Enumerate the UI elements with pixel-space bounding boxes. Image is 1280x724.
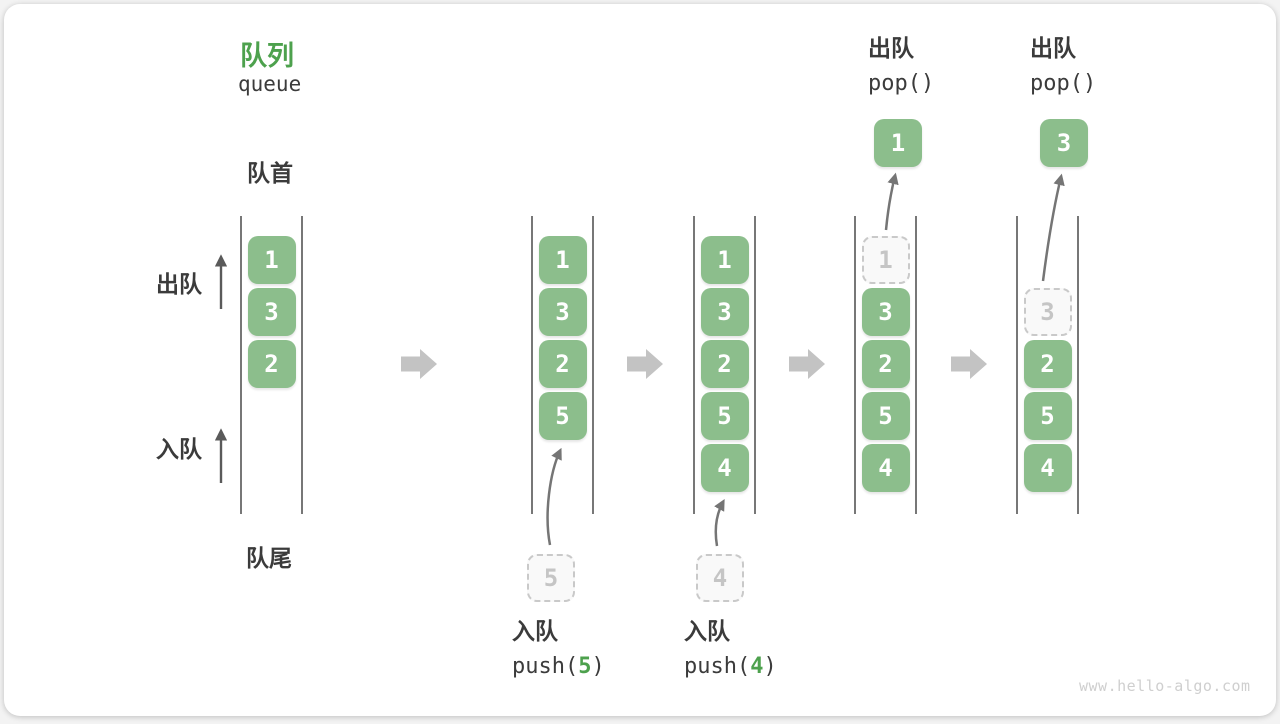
queue-item-box: 4 [1023,444,1072,492]
enqueue-arrow-icon-push5 [546,447,562,546]
queue-item-box: 3 [700,288,749,336]
popped-item-box: 3 [1040,119,1088,167]
queue-item-slot-dashed: 3 [1023,288,1072,336]
figure-title-en: queue [238,72,302,96]
enqueue-op-1: 入队 push(5) [512,617,605,679]
dequeue-op-1-code: pop() [868,71,935,96]
dequeue-op-2-code: pop() [1030,71,1097,96]
queue-item-box: 1 [247,236,296,284]
queue-item-box: 2 [247,340,296,388]
figure-title-zh: 队列 [240,41,294,71]
queue-item-box: 3 [538,288,587,336]
queue-item-box: 3 [861,288,910,336]
queue-item-box: 4 [861,444,910,492]
queue-item-box: 1 [538,236,587,284]
queue-item-box: 2 [538,340,587,388]
queue-item-box: 5 [861,392,910,440]
dequeue-op-2: 出队 pop() [1030,34,1096,96]
dequeue-arrow-icon-pop3 [1041,173,1065,282]
dequeue-op-2-zh: 出队 [1030,35,1076,61]
enqueue-op-2-arg: 4 [750,654,764,679]
enqueue-op-1-code: push(5) [512,654,605,679]
next-state-block-arrow-icon [627,349,663,379]
enqueue-op-1-arg: 5 [578,654,592,679]
queue-item-box: 5 [700,392,749,440]
next-state-block-arrow-icon [401,349,437,379]
queue-rear-label: 队尾 [246,545,292,571]
watermark: www.hello-algo.com [1079,677,1251,695]
queue-item-slot-dashed: 1 [861,236,910,284]
queue-item-box: 2 [861,340,910,388]
figure-card: 队列 queue 队首 队尾 出队 入队 出队 pop() 出队 pop() 入… [4,4,1276,716]
queue-item-box: 5 [538,392,587,440]
enqueue-op-2-code: push(4) [684,654,777,679]
side-dequeue-label: 出队 [156,271,202,297]
enqueue-op-1-zh: 入队 [512,618,558,644]
queue-item-box: 3 [247,288,296,336]
dequeue-op-1-zh: 出队 [868,35,914,61]
enqueue-arrow-icon-push4 [714,498,725,547]
pending-item-box: 4 [696,554,744,602]
next-state-block-arrow-icon [951,349,987,379]
queue-item-box: 2 [1023,340,1072,388]
dequeue-arrow-icon-pop1 [884,172,899,231]
enqueue-op-2: 入队 push(4) [684,617,777,679]
popped-item-box: 1 [874,119,922,167]
next-state-block-arrow-icon [789,349,825,379]
queue-item-box: 1 [700,236,749,284]
queue-item-box: 2 [700,340,749,388]
pending-item-box: 5 [527,554,575,602]
queue-item-box: 4 [700,444,749,492]
enqueue-op-2-zh: 入队 [684,618,730,644]
arrows-layer [214,172,1079,547]
dequeue-op-1: 出队 pop() [868,34,934,96]
queue-item-box: 5 [1023,392,1072,440]
side-enqueue-label: 入队 [156,436,202,462]
queue-front-label: 队首 [247,160,293,186]
